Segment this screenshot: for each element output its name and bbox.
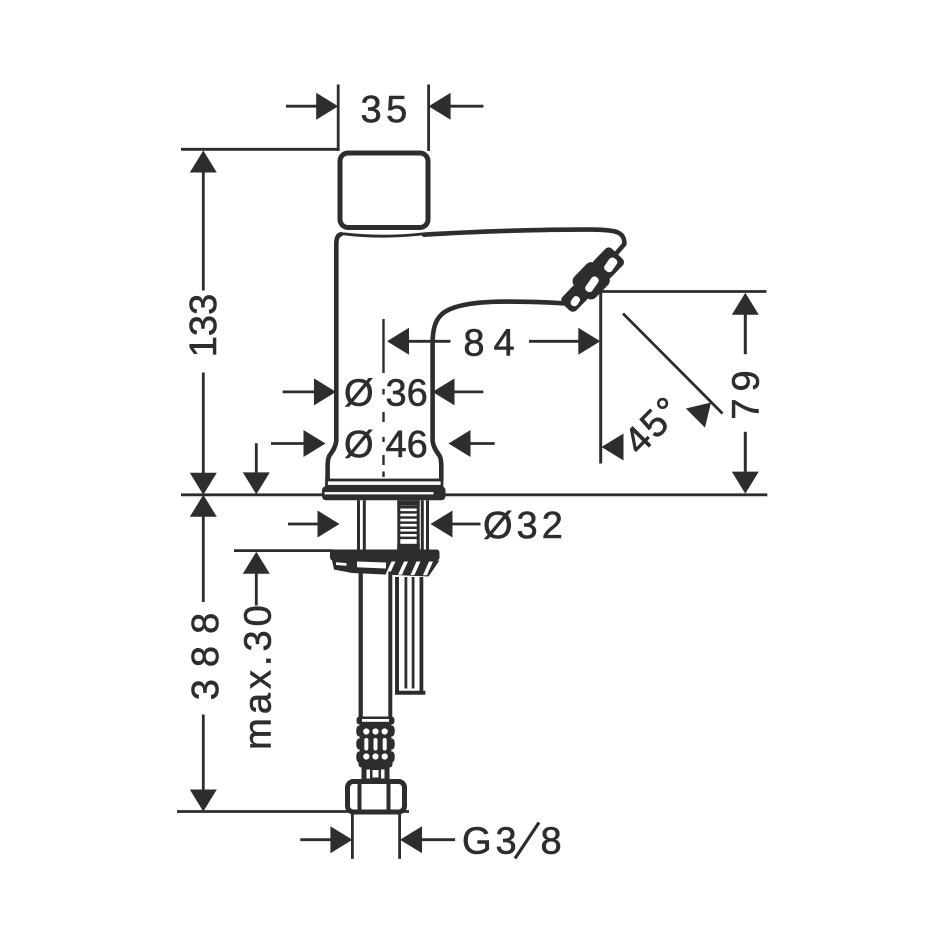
svg-text:G: G [462,821,492,863]
svg-text:3: 3 [496,821,517,863]
svg-text:max.30: max.30 [238,601,280,750]
svg-text:Ø32: Ø32 [483,505,567,547]
svg-text:Ø: Ø [344,424,374,466]
svg-text:8: 8 [541,821,562,863]
svg-text:388: 388 [185,601,227,700]
svg-text:79: 79 [726,363,768,419]
svg-text:36: 36 [386,372,428,414]
svg-text:35: 35 [361,89,412,131]
svg-text:Ø: Ø [344,372,374,414]
svg-text:133: 133 [183,294,225,357]
svg-text:46: 46 [386,424,428,466]
svg-text:45°: 45° [616,388,691,463]
svg-text:84: 84 [463,322,523,364]
